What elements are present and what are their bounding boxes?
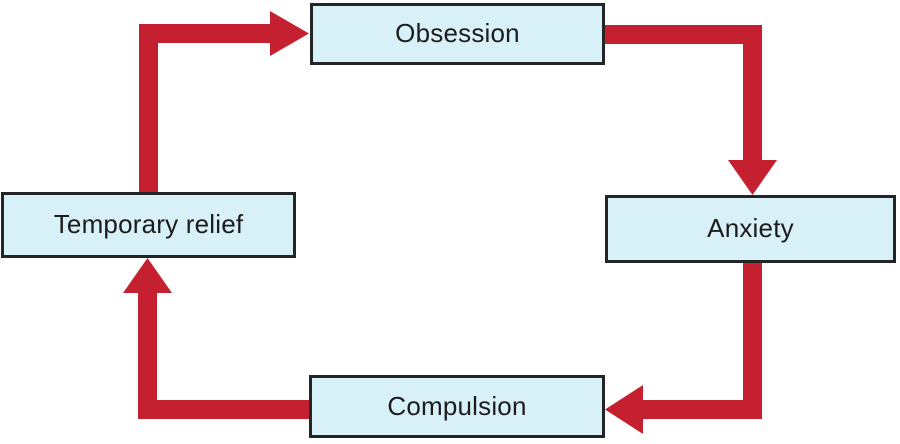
arrow-compulsion-to-temporary-relief bbox=[123, 258, 309, 419]
arrowhead-down-icon bbox=[728, 160, 777, 195]
node-compulsion: Compulsion bbox=[309, 375, 605, 438]
node-obsession-label: Obsession bbox=[395, 18, 520, 48]
node-compulsion-label: Compulsion bbox=[387, 390, 527, 421]
arrowhead-right-icon bbox=[270, 11, 309, 56]
node-temporary-relief-label: Temporary relief bbox=[53, 209, 244, 239]
arrow-segment-vertical bbox=[138, 293, 157, 419]
arrow-segment-horizontal bbox=[641, 400, 762, 419]
arrow-obsession-to-anxiety bbox=[605, 25, 777, 195]
arrow-temporary-relief-to-obsession bbox=[139, 11, 309, 192]
node-temporary-relief: Temporary relief bbox=[1, 192, 296, 258]
arrow-segment-horizontal bbox=[138, 400, 309, 419]
node-anxiety-label: Anxiety bbox=[707, 213, 794, 243]
arrowhead-left-icon bbox=[605, 385, 643, 434]
arrow-segment-vertical bbox=[743, 263, 762, 419]
arrowhead-up-icon bbox=[123, 258, 172, 293]
node-obsession: Obsession bbox=[310, 3, 605, 65]
arrow-segment-horizontal bbox=[605, 25, 762, 44]
arrow-segment-horizontal bbox=[139, 24, 272, 43]
arrow-segment-vertical bbox=[139, 24, 158, 192]
arrow-segment-vertical bbox=[743, 25, 762, 162]
node-anxiety: Anxiety bbox=[605, 195, 896, 263]
arrow-anxiety-to-compulsion bbox=[605, 263, 762, 434]
